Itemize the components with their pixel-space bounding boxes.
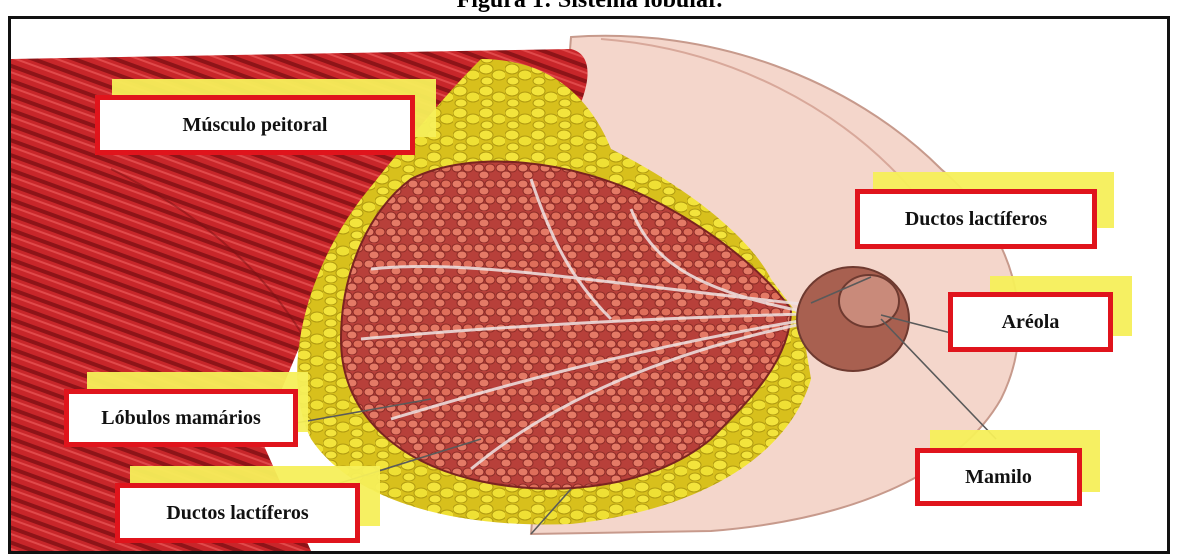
- label-lactiferous-ducts-bottom: Ductos lactíferos: [115, 483, 360, 543]
- label-areola: Aréola: [948, 292, 1113, 352]
- label-nipple: Mamilo: [915, 448, 1082, 506]
- label-pectoral-muscle: Músculo peitoral: [95, 95, 415, 155]
- label-mammary-lobules: Lóbulos mamários: [64, 389, 298, 447]
- figure-title: Figura 1: Sistema lobular.: [0, 0, 1179, 15]
- label-lactiferous-ducts-right: Ductos lactíferos: [855, 189, 1097, 249]
- nipple: [839, 275, 899, 327]
